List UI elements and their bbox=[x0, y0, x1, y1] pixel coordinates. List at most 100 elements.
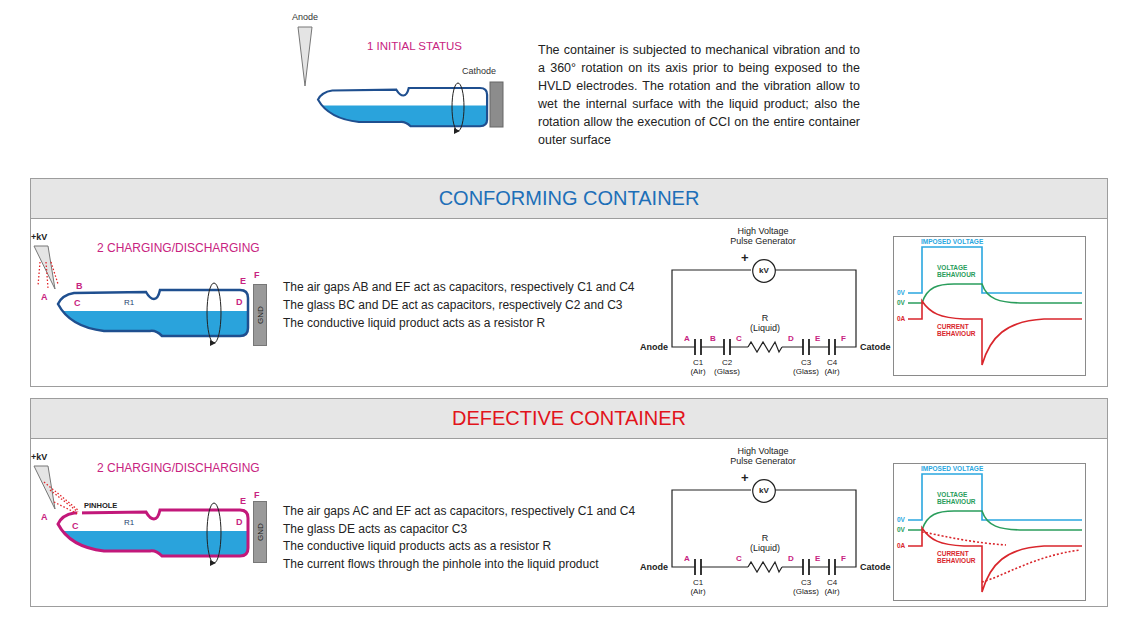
discharge-dots bbox=[54, 502, 78, 514]
point-letter: C bbox=[74, 298, 81, 308]
section-title: CONFORMING CONTAINER bbox=[31, 179, 1107, 218]
rotation-arrow bbox=[210, 560, 216, 566]
rotation-arrow bbox=[207, 283, 221, 343]
signal-curve bbox=[922, 532, 1006, 545]
step-title: 2 CHARGING/DISCHARGING bbox=[97, 462, 260, 476]
section-panel: DEFECTIVE CONTAINER The air gaps AC and E… bbox=[30, 398, 1108, 607]
capacitor-label: C4 (Air) bbox=[821, 578, 843, 596]
ground-electrode: GND bbox=[253, 501, 267, 563]
circuit bbox=[748, 562, 782, 572]
point-letter: F bbox=[254, 490, 260, 500]
rotation-arrow bbox=[454, 128, 460, 134]
discharge-dots bbox=[44, 482, 78, 514]
resistor-label: R1 bbox=[124, 518, 134, 527]
defect-label: PINHOLE bbox=[84, 502, 117, 511]
point-letter: E bbox=[240, 276, 246, 286]
description-paragraph: The container is subjected to mechanical… bbox=[538, 41, 860, 149]
electrode-label: Cathode bbox=[462, 66, 496, 76]
terminal-label: Anode bbox=[634, 342, 668, 352]
signal-chart: IMPOSED VOLTAGEVOLTAGE BEHAVIOURCURRENT … bbox=[893, 463, 1086, 601]
axis-label: 0V bbox=[897, 289, 905, 296]
capacitor-label: C1 (Air) bbox=[687, 358, 709, 376]
rotation-arrow bbox=[452, 83, 464, 134]
generator-caption: High Voltage Pulse Generator bbox=[728, 226, 798, 246]
description-line: The current flows through the pinhole in… bbox=[283, 556, 659, 574]
signal-curve bbox=[908, 301, 1082, 365]
point-letter: F bbox=[841, 334, 846, 343]
description-column: The air gaps AC and EF act as capacitors… bbox=[283, 503, 659, 573]
ampoule bbox=[318, 105, 487, 126]
ampoule bbox=[318, 88, 487, 126]
curve-label: CURRENT BEHAVIOUR bbox=[937, 323, 979, 337]
point-letter: D bbox=[788, 554, 794, 563]
capacitor-label: C2 (Glass) bbox=[713, 358, 741, 376]
ampoule bbox=[318, 88, 487, 126]
rotation-arrow bbox=[207, 503, 221, 566]
ground-label: GND bbox=[256, 523, 265, 541]
terminal-label: Catode bbox=[860, 562, 891, 572]
signal-curve bbox=[908, 284, 1082, 303]
point-letter: C bbox=[736, 334, 742, 343]
point-letter: A bbox=[41, 512, 48, 522]
axis-label: 0A bbox=[897, 542, 905, 549]
chart-plot bbox=[894, 237, 1087, 377]
section-title: DEFECTIVE CONTAINER bbox=[31, 399, 1107, 438]
point-letter: A bbox=[684, 334, 690, 343]
axis-label: 0A bbox=[897, 315, 905, 322]
discharge-dots bbox=[51, 262, 58, 284]
circuit bbox=[695, 339, 835, 355]
section-panel: CONFORMING CONTAINER The air gaps AB and … bbox=[30, 178, 1108, 387]
axis-label: 0V bbox=[897, 526, 905, 533]
capacitor-label: C3 (Glass) bbox=[792, 358, 820, 376]
rotation-arrow bbox=[207, 503, 221, 563]
capacitor-label: C4 (Air) bbox=[821, 358, 843, 376]
circuit bbox=[695, 559, 835, 575]
point-letter: A bbox=[684, 554, 690, 563]
description-line: The glass BC and DE act as capacitors, r… bbox=[283, 296, 659, 314]
anode-needle bbox=[298, 27, 312, 86]
rotation-arrow bbox=[210, 340, 216, 346]
circuit bbox=[748, 342, 782, 352]
description-line: The conductive liquid products acts as a… bbox=[283, 538, 659, 556]
pulse-generator-symbol: kV bbox=[752, 479, 776, 503]
header-band: CONFORMING CONTAINER bbox=[31, 179, 1107, 219]
description-line: The conductive liquid product acts as a … bbox=[283, 314, 659, 332]
generator-circle bbox=[753, 480, 776, 503]
point-letter: E bbox=[815, 334, 820, 343]
point-letter: F bbox=[254, 270, 260, 280]
cathode-electrode bbox=[490, 82, 503, 127]
signal-curve bbox=[908, 528, 1082, 592]
curve-label: VOLTAGE BEHAVIOUR bbox=[937, 491, 979, 505]
generator-label: kV bbox=[752, 485, 776, 496]
point-letter: C bbox=[72, 521, 79, 531]
polarity-sign: + bbox=[741, 471, 749, 486]
point-letter: D bbox=[236, 517, 243, 527]
capacitor-label: C3 (Glass) bbox=[792, 578, 820, 596]
curve-label: VOLTAGE BEHAVIOUR bbox=[937, 264, 979, 278]
resistor-label: R (Liquid) bbox=[748, 313, 782, 333]
curve-label: IMPOSED VOLTAGE bbox=[921, 238, 983, 245]
discharge-dots bbox=[38, 262, 58, 288]
point-letter: E bbox=[240, 496, 246, 506]
discharge-dots bbox=[50, 490, 78, 512]
point-letter: E bbox=[815, 554, 820, 563]
axis-label: 0V bbox=[897, 299, 905, 306]
step-title: 1 INITIAL STATUS bbox=[367, 40, 462, 53]
axis-label: 0V bbox=[897, 516, 905, 523]
polarity-sign: + bbox=[741, 251, 749, 266]
signal-chart: IMPOSED VOLTAGE VOLTAGE BEHAVIOUR CURRENT … bbox=[893, 236, 1086, 376]
chart-plot bbox=[894, 464, 1087, 602]
resistor-label: R1 bbox=[124, 298, 134, 307]
pinhole bbox=[77, 509, 82, 517]
anode-needle bbox=[34, 246, 55, 289]
illustration-layer bbox=[34, 466, 248, 566]
signal-curve bbox=[982, 550, 1080, 582]
generator-circle bbox=[753, 260, 776, 283]
description-line: The air gaps AB and EF act as capacitors… bbox=[283, 278, 659, 296]
terminal-label: Catode bbox=[860, 342, 891, 352]
step-title: 2 CHARGING/DISCHARGING bbox=[97, 242, 260, 256]
discharge-dots bbox=[46, 262, 48, 288]
signal-curve bbox=[908, 511, 1082, 530]
terminal-label: Anode bbox=[634, 562, 668, 572]
pulse-generator-symbol: kV bbox=[752, 259, 776, 283]
